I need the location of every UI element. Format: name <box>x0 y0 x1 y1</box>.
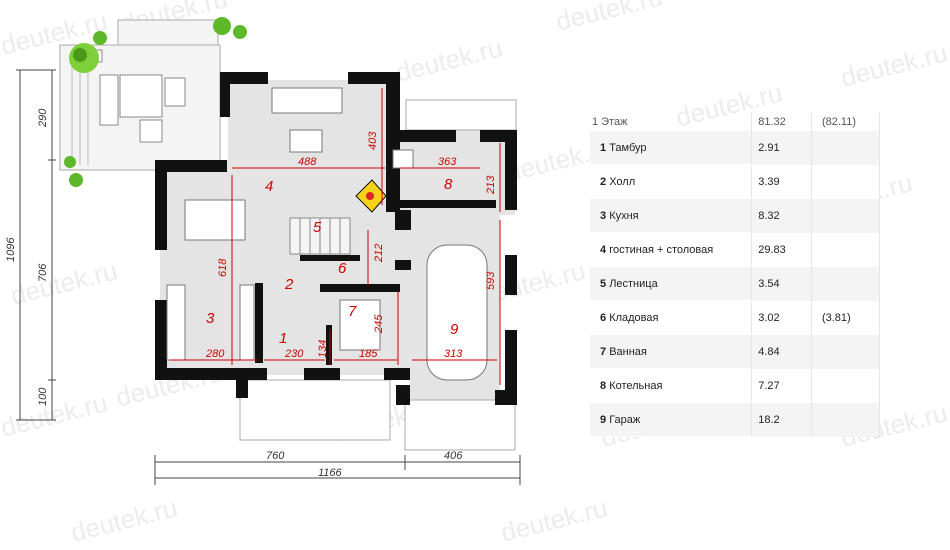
dim-185: 185 <box>359 348 378 360</box>
dim-245: 245 <box>373 314 385 334</box>
room-area: 3.54 <box>751 266 812 301</box>
dim-230: 230 <box>284 348 304 360</box>
room-name: Ванная <box>609 345 647 358</box>
room-num: 3 <box>600 209 607 222</box>
dim-bottom-left: 760 <box>266 450 285 462</box>
table-row: 5 Лестница 3.54 <box>590 266 881 301</box>
total-area: 81.32 <box>751 113 812 131</box>
dim-212: 212 <box>373 244 385 263</box>
room-area-alt <box>811 266 881 301</box>
room-num: 6 <box>600 311 607 324</box>
stairs <box>289 217 351 255</box>
room-area: 3.02 <box>751 300 812 335</box>
room-dimension-labels: 488 403 363 213 618 212 593 245 134 280 … <box>205 131 497 360</box>
room-area-alt <box>811 402 881 437</box>
room-area: 18.2 <box>751 402 812 437</box>
dim-213: 213 <box>485 175 497 195</box>
room-num: 4 <box>600 243 607 256</box>
room-area-alt <box>811 164 881 199</box>
room-area: 3.39 <box>751 164 812 199</box>
room-number-2: 2 <box>284 276 294 293</box>
room-dimension-lines <box>170 88 501 385</box>
room-name: гостиная + столовая <box>609 243 714 256</box>
room-name: Кухня <box>609 209 639 222</box>
room-name: Кладовая <box>609 311 659 324</box>
room-area: 2.91 <box>751 131 812 165</box>
room-number-5: 5 <box>313 219 322 236</box>
room-area-alt <box>811 368 881 403</box>
dim-363: 363 <box>438 156 457 168</box>
room-numbers: 1 2 3 4 5 6 7 8 9 <box>206 176 459 347</box>
dim-618: 618 <box>217 258 229 277</box>
room-name: Котельная <box>609 379 663 392</box>
dim-left-bottom: 100 <box>37 387 49 406</box>
room-area-table: 1 Этаж 81.32 (82.11) 1 Тамбур 2.91 2 Хол… <box>590 113 881 437</box>
room-area-alt <box>811 232 881 267</box>
room-name: Холл <box>609 175 636 188</box>
dim-134: 134 <box>317 340 329 358</box>
room-number-3: 3 <box>206 310 215 327</box>
dim-403: 403 <box>367 131 379 150</box>
room-num: 2 <box>600 175 607 188</box>
room-area: 29.83 <box>751 232 812 267</box>
dim-left-top: 290 <box>37 108 49 128</box>
room-name: Тамбур <box>609 141 647 154</box>
room-number-9: 9 <box>450 321 459 338</box>
table-row: 6 Кладовая 3.02 (3.81) <box>590 300 881 335</box>
boiler-icon <box>355 179 387 213</box>
dim-313: 313 <box>444 348 463 360</box>
dim-bottom-right: 406 <box>444 450 463 462</box>
dim-280: 280 <box>205 348 225 360</box>
table-row: 7 Ванная 4.84 <box>590 334 881 369</box>
table-row: 3 Кухня 8.32 <box>590 198 881 233</box>
dim-593: 593 <box>485 271 497 290</box>
room-num: 5 <box>600 277 607 290</box>
table-row: 4 гостиная + столовая 29.83 <box>590 232 881 267</box>
room-area-alt <box>811 334 881 369</box>
room-number-6: 6 <box>338 260 347 277</box>
terrace <box>59 19 221 171</box>
room-name: Гараж <box>609 413 641 426</box>
table-row: 8 Котельная 7.27 <box>590 368 881 403</box>
table-row: 1 Тамбур 2.91 <box>590 131 881 165</box>
floor-title: 1 Этаж <box>592 116 628 128</box>
total-area-alt: (82.11) <box>811 113 881 131</box>
dim-bottom-total: 1166 <box>318 467 343 479</box>
dim-488: 488 <box>298 156 317 168</box>
table-row: 2 Холл 3.39 <box>590 164 881 199</box>
dim-left-mid: 706 <box>37 263 49 282</box>
table-total-row: 1 Этаж 81.32 (82.11) <box>590 113 881 131</box>
room-area: 8.32 <box>751 198 812 233</box>
room-area-alt: (3.81) <box>811 300 881 335</box>
room-number-1: 1 <box>279 330 287 347</box>
floor-plan: 488 403 363 213 618 212 593 245 134 280 … <box>5 17 521 485</box>
room-num: 9 <box>600 413 607 426</box>
walls <box>155 72 517 405</box>
room-area: 7.27 <box>751 368 812 403</box>
room-area: 4.84 <box>751 334 812 369</box>
room-area-alt <box>811 131 881 165</box>
outer-dimension-lines <box>16 69 521 485</box>
room-number-4: 4 <box>265 178 273 195</box>
dim-left-total: 1096 <box>5 237 17 262</box>
furniture <box>166 87 488 381</box>
room-area-alt <box>811 198 881 233</box>
room-number-8: 8 <box>444 176 453 193</box>
room-num: 1 <box>600 141 607 154</box>
room-num: 8 <box>600 379 607 392</box>
room-number-7: 7 <box>348 303 357 320</box>
watermark: deutek.ru <box>837 37 950 93</box>
room-num: 7 <box>600 345 607 358</box>
outer-dimension-labels: 290 1096 706 100 760 406 1166 <box>5 108 463 479</box>
room-name: Лестница <box>609 277 658 290</box>
table-row: 9 Гараж 18.2 <box>590 402 881 437</box>
